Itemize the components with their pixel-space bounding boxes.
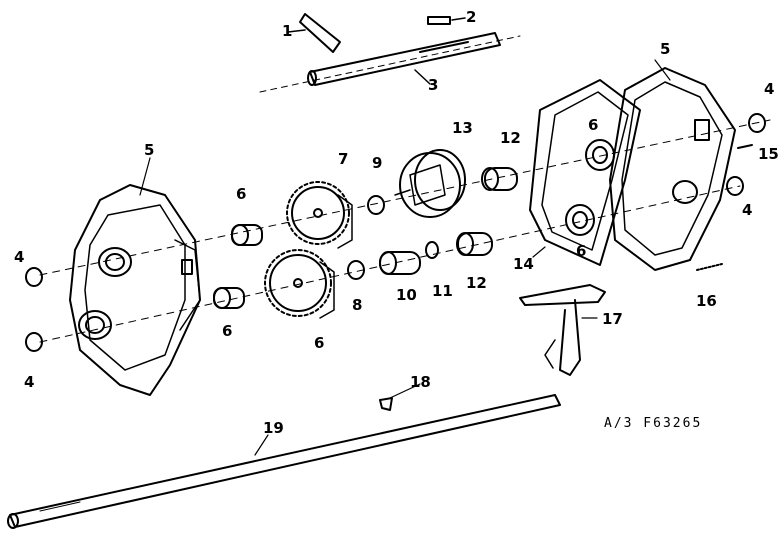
gear-case-right	[609, 67, 736, 271]
callout-11: 11	[432, 282, 453, 300]
pin-part-15	[737, 144, 753, 149]
callout-10: 10	[396, 286, 417, 304]
callout-18: 18	[410, 373, 431, 391]
lever-part-17	[519, 284, 606, 376]
callout-2: 2	[466, 8, 477, 26]
callout-7: 7	[338, 150, 349, 168]
callout-19: 19	[263, 419, 284, 437]
callout-4: 4	[14, 248, 25, 266]
screw-part-16	[696, 263, 723, 271]
callout-16: 16	[696, 292, 717, 310]
callout-12: 12	[500, 129, 521, 147]
bushing-part-12	[456, 167, 518, 256]
washer-part-9	[367, 195, 385, 215]
washer-part-11	[425, 241, 439, 259]
callout-6: 6	[236, 185, 247, 203]
callout-4: 4	[742, 201, 753, 219]
gasket-part-14	[529, 79, 641, 266]
clutch-part-13	[394, 149, 466, 218]
bushing-part-6	[213, 224, 263, 309]
callout-14: 14	[513, 255, 534, 273]
figure-code: A/3 F63265	[604, 416, 703, 431]
washer-part-4	[25, 113, 766, 352]
callout-4: 4	[24, 373, 35, 391]
callout-15: 15	[758, 145, 779, 163]
callout-8: 8	[352, 296, 363, 314]
shaft-part-19	[7, 394, 561, 529]
shaft-part-3	[259, 32, 521, 93]
key-part-2	[427, 16, 466, 25]
callout-6: 6	[576, 242, 587, 260]
callout-13: 13	[452, 119, 473, 137]
callout-6: 6	[314, 334, 325, 352]
callout-17: 17	[602, 310, 623, 328]
callout-9: 9	[372, 154, 383, 172]
callout-4: 4	[764, 80, 775, 98]
key-part-18	[379, 397, 393, 411]
callout-5: 5	[144, 141, 155, 159]
sprocket-part-7	[286, 181, 353, 249]
sprocket-part-6	[264, 249, 335, 319]
washer-part-8	[347, 260, 365, 280]
spacer-part-10	[379, 251, 421, 275]
callout-6: 6	[222, 322, 233, 340]
callout-3: 3	[428, 76, 439, 94]
pin-part-1	[287, 13, 341, 53]
callout-5: 5	[660, 40, 671, 58]
callout-6: 6	[588, 116, 599, 134]
callout-12: 12	[466, 274, 487, 292]
callout-1: 1	[282, 22, 293, 40]
gear-case-left	[69, 184, 201, 396]
